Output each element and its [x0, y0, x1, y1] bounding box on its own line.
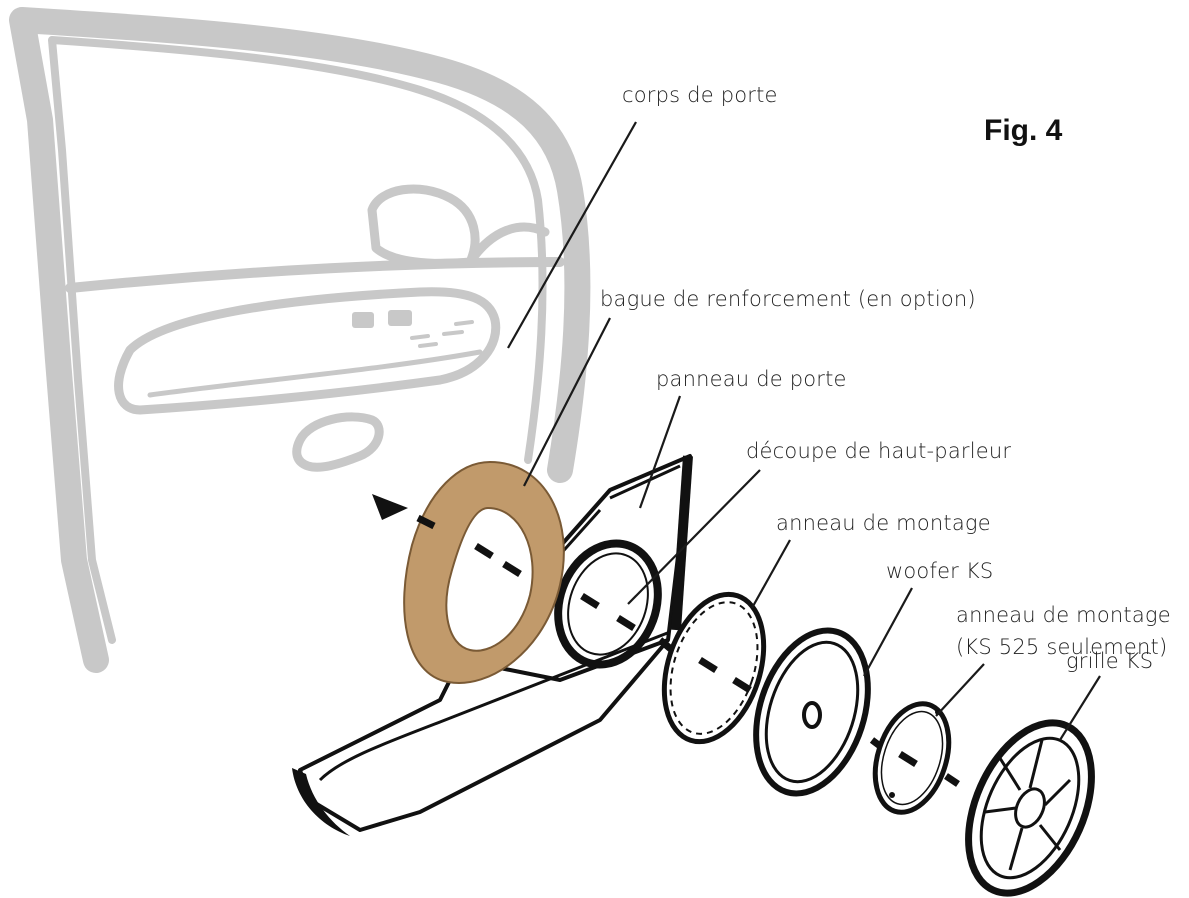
- figure-label: Fig. 4: [984, 114, 1063, 147]
- label-door-body: corps de porte: [622, 83, 778, 107]
- label-mounting-ring-2-note: (KS 525 seulement): [956, 635, 1167, 659]
- grille: [965, 719, 1095, 897]
- car-door-body: [9, 7, 591, 673]
- label-reinforcement-ring: bague de renforcement (en option): [600, 287, 976, 311]
- label-grille: grille KS: [1066, 649, 1153, 673]
- label-speaker-cutout: découpe de haut-parleur: [746, 439, 1011, 463]
- speaker-cutout-shape: [554, 539, 662, 669]
- label-door-panel: panneau de porte: [656, 367, 847, 391]
- assembly-axis: [372, 494, 960, 787]
- door-panel: [292, 454, 693, 836]
- reinforcement-ring: [403, 460, 565, 684]
- woofer: [753, 627, 871, 797]
- leader-lines: [507, 121, 1101, 741]
- label-mounting-ring: anneau de montage: [776, 511, 991, 535]
- label-woofer: woofer KS: [886, 559, 993, 583]
- label-mounting-ring-2: anneau de montage: [956, 603, 1171, 627]
